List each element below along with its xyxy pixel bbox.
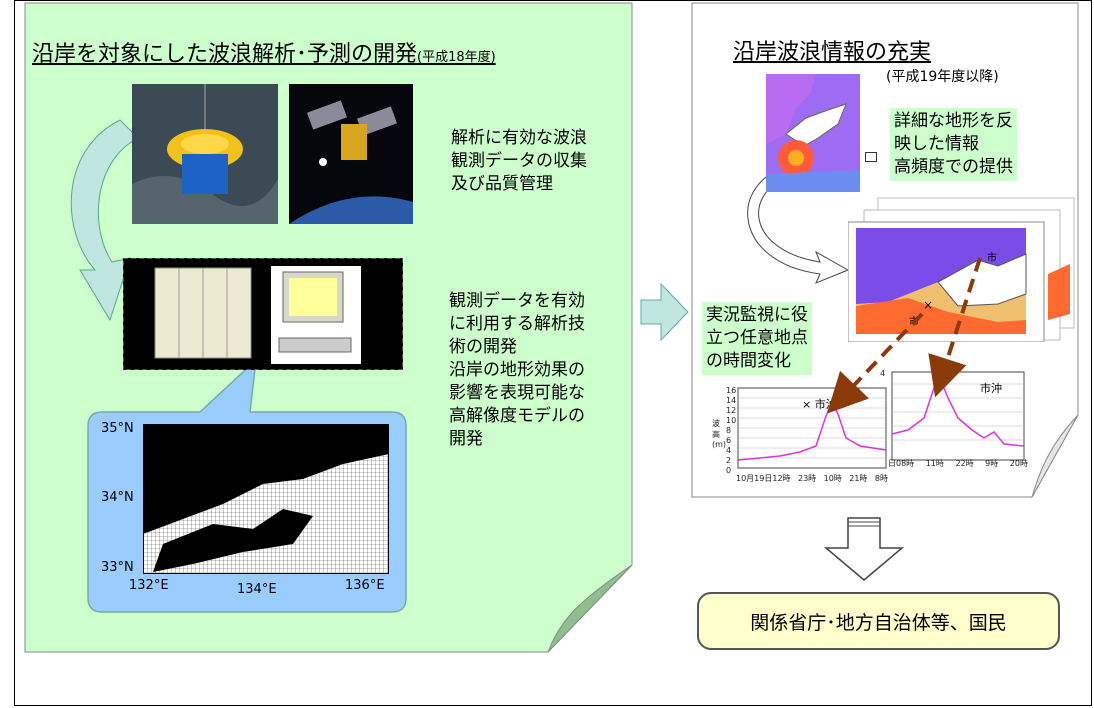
observation-text: 解析に有効な波浪 観測データの収集 及び品質管理: [451, 128, 587, 194]
middle-arrow: [640, 282, 689, 342]
lon-label-134: 134°E: [237, 582, 277, 597]
computer-image: [123, 258, 403, 370]
lat-label-35: 35°N: [101, 421, 134, 436]
map-label-top: 市: [987, 253, 997, 264]
wave-map-small: [766, 74, 860, 192]
monitor-text: 実況監視に役 立つ任意地点 の時間変化: [702, 302, 812, 375]
buoy-photo: [132, 84, 278, 224]
analysis-text: 観測データを有効 に利用する解析技 術の開発 沿岸の地形効果の 影響を表現可能な…: [449, 291, 585, 449]
down-arrow: [823, 517, 905, 581]
lon-label-132: 132°E: [129, 578, 169, 593]
map-cross-marker: ×: [923, 298, 934, 312]
curved-arrow-right: [747, 164, 850, 284]
conclusion-box: 関係省庁･地方自治体等、国民: [697, 592, 1060, 650]
curved-arrow-left: [70, 119, 139, 322]
small-square-icon: [865, 152, 877, 162]
detail-text: 詳細な地形を反 映した情報 高頻度での提供: [890, 108, 1017, 181]
right-panel-subtitle: (平成19年度以降): [886, 69, 999, 85]
outer-frame: [14, 0, 1092, 706]
graph2-marker-label: 市沖: [980, 382, 1002, 395]
lon-label-136: 136°E: [345, 578, 385, 593]
satellite-photo: [289, 84, 413, 224]
grid-map: [143, 424, 389, 574]
graph1-ylabel: 波高(m): [712, 419, 727, 449]
lat-label-34: 34°N: [101, 490, 134, 505]
right-panel-fold: [1031, 414, 1079, 498]
right-panel-title: 沿岸波浪情報の充実: [733, 40, 932, 65]
wave-map-stack: [848, 197, 1075, 342]
left-panel-title: 沿岸を対象にした波浪解析･予測の開発(平成18年度): [32, 42, 496, 67]
lat-label-33: 33°N: [101, 560, 134, 575]
graph2-ytick: 4: [880, 369, 886, 378]
left-panel-fold: [547, 564, 633, 653]
